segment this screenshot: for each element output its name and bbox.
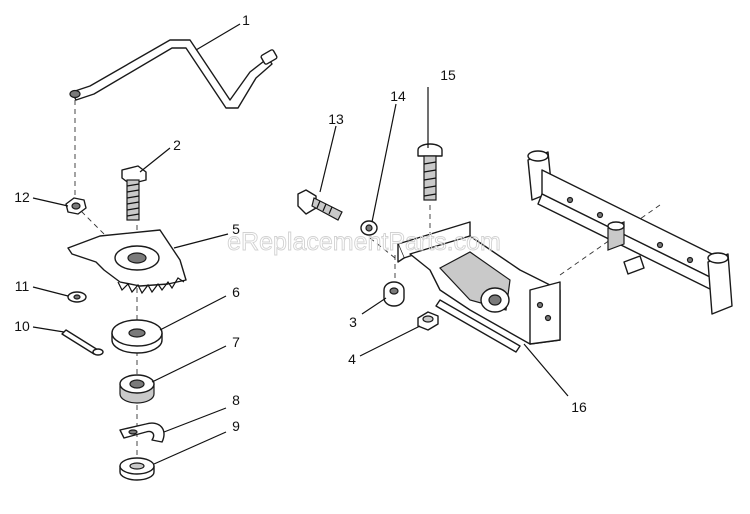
axle-frame <box>527 150 733 315</box>
callouts: 1 2 12 5 11 6 10 7 8 9 13 14 15 3 4 16 <box>14 12 587 434</box>
part-10-cotter-pin <box>61 329 104 356</box>
part-14-washer <box>360 220 378 236</box>
part-16-bracket <box>397 221 561 353</box>
part-7-bushing <box>119 374 155 404</box>
callout-10: 10 <box>14 318 30 334</box>
callout-12: 12 <box>14 189 30 205</box>
callout-5: 5 <box>232 221 240 237</box>
callout-14: 14 <box>390 88 406 104</box>
callout-6: 6 <box>232 284 240 300</box>
watermark-text: eReplacementParts.com <box>227 228 501 256</box>
leader-lines <box>32 23 569 465</box>
callout-9: 9 <box>232 418 240 434</box>
callout-1: 1 <box>242 12 250 28</box>
callout-2: 2 <box>173 137 181 153</box>
part-6-spacer <box>111 319 163 354</box>
callout-3: 3 <box>349 314 357 330</box>
part-4-nut <box>417 311 439 331</box>
callout-13: 13 <box>328 111 344 127</box>
part-15-bolt <box>417 143 443 201</box>
callout-15: 15 <box>440 67 456 83</box>
callout-11: 11 <box>15 278 30 294</box>
callout-8: 8 <box>232 392 240 408</box>
part-11-washer <box>67 291 87 303</box>
callout-7: 7 <box>232 334 240 350</box>
part-8-clip <box>119 422 165 443</box>
callout-16: 16 <box>571 399 587 415</box>
callout-4: 4 <box>348 351 356 367</box>
part-12-nut <box>65 197 87 215</box>
part-9-washer <box>119 457 155 481</box>
part-5-sector-gear <box>67 229 187 295</box>
part-1-shift-rod <box>69 39 278 109</box>
part-3-nut <box>383 281 405 307</box>
part-13-bolt <box>297 189 343 221</box>
part-2-bolt <box>121 165 147 221</box>
